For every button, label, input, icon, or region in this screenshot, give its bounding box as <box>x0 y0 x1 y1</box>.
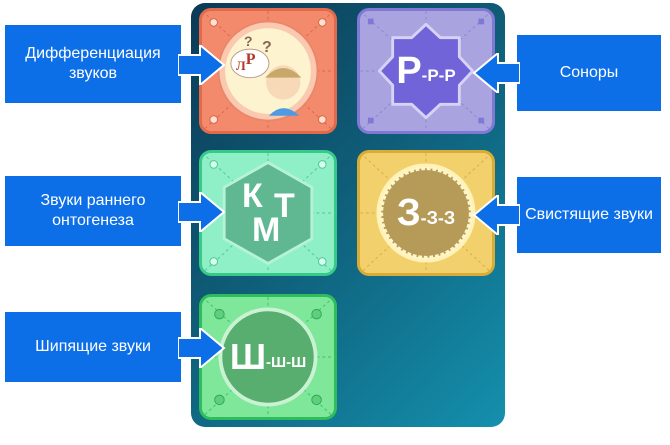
label-sound-differentiation[interactable]: Дифференциация звуков <box>5 25 181 103</box>
decorative-pattern-icon <box>202 297 334 417</box>
question-mark-icon: ? <box>244 33 253 49</box>
label-whistling-sounds[interactable]: Свистящие звуки <box>517 177 661 253</box>
letters-l-r: ЛР <box>236 51 256 73</box>
sonors-letters: Р-Р-Р <box>396 49 456 92</box>
label-sonors[interactable]: Соноры <box>517 35 661 111</box>
decorative-pattern-icon <box>202 11 334 131</box>
tile-sound-differentiation[interactable]: ЛР ? ? <box>199 8 337 134</box>
activity-panel: ЛР ? ? Р-Р-Р К <box>191 3 505 427</box>
tile-sonors[interactable]: Р-Р-Р <box>357 8 495 134</box>
label-early-ontogenesis-sounds[interactable]: Звуки раннего онтогенеза <box>5 176 181 246</box>
arrow-left-icon <box>472 53 520 93</box>
whistling-letters: З-З-З <box>396 191 456 234</box>
arrow-right-icon <box>178 328 226 368</box>
early-letters: К М Т <box>242 177 295 249</box>
decorative-pattern-icon <box>360 11 492 131</box>
decorative-pattern-icon <box>202 153 334 273</box>
hissing-letters: Ш-Ш-Ш <box>229 336 307 377</box>
arrow-right-icon <box>178 45 226 85</box>
question-mark-icon: ? <box>262 39 272 56</box>
arrow-left-icon <box>472 195 520 235</box>
label-hissing-sounds[interactable]: Шипящие звуки <box>5 312 181 382</box>
arrow-right-icon <box>178 192 226 232</box>
tile-whistling-sounds[interactable]: З-З-З <box>357 150 495 276</box>
decorative-pattern-icon <box>360 153 492 273</box>
tile-hissing-sounds[interactable]: Ш-Ш-Ш <box>199 294 337 420</box>
